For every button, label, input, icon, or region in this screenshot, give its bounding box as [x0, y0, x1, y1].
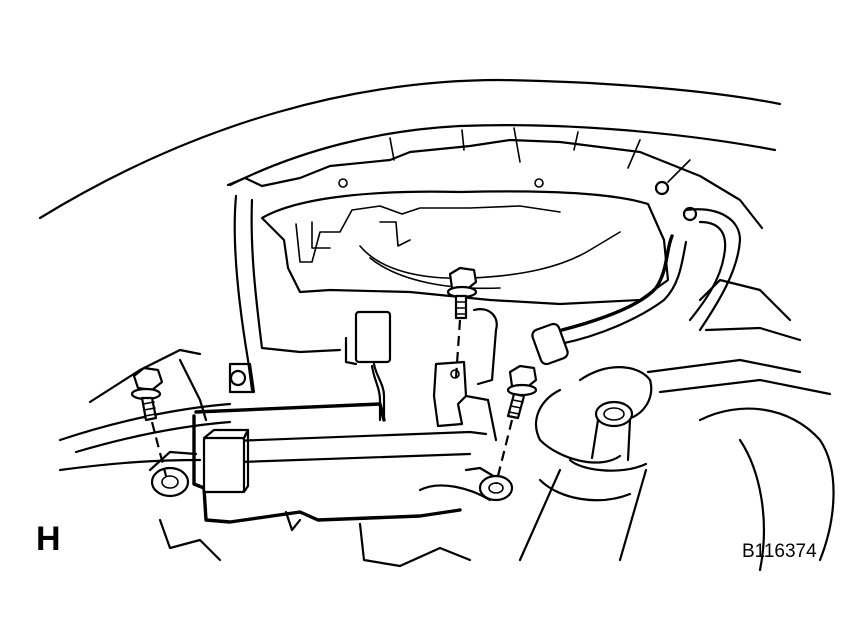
- lower-rails: [58, 348, 256, 472]
- body-panel: [226, 127, 764, 392]
- mount-boss-left: [148, 450, 198, 498]
- steering-shaft: [518, 366, 653, 562]
- bolt-right: [494, 364, 538, 485]
- bracket-post: [432, 308, 498, 442]
- bolt-center: [446, 266, 478, 379]
- mount-boss-right: [478, 474, 514, 502]
- wire-harness: [531, 208, 742, 366]
- figure-id: B116374: [742, 541, 817, 562]
- view-label: H: [36, 520, 61, 558]
- right-structure: [646, 278, 835, 572]
- fender-arc: [38, 78, 782, 220]
- bracket-lower: [192, 402, 488, 524]
- bolt-left: [130, 366, 168, 477]
- connector-upper: [344, 310, 392, 422]
